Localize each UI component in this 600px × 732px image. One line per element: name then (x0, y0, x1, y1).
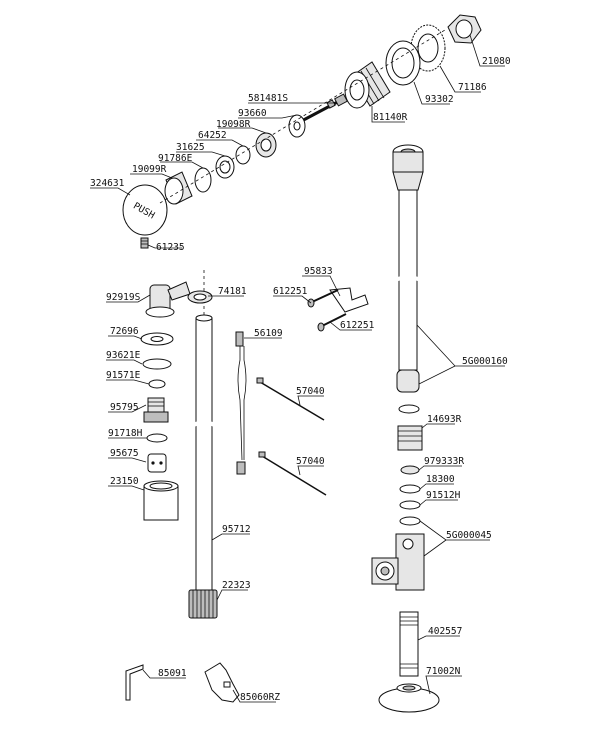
part-21080-nut (447, 14, 482, 44)
part-95795-fitting (143, 397, 169, 423)
label-95833: 95833 (304, 266, 333, 277)
label-95795: 95795 (110, 402, 139, 413)
label-56109: 56109 (254, 328, 283, 339)
part-612251-screw-b (317, 313, 347, 332)
label-91786E: 91786E (158, 153, 193, 164)
label-91718H: 91718H (108, 428, 143, 439)
part-61235-screw (140, 237, 149, 249)
part-91718H-oring (146, 433, 168, 443)
label-57040-b: 57040 (296, 456, 325, 467)
part-labels: 21080 71186 93302 81140R 581481S 93660 1… (90, 56, 511, 703)
part-92919S-elbow (145, 281, 191, 318)
label-72696: 72696 (110, 326, 139, 337)
label-19098R: 19098R (216, 119, 251, 130)
part-979333R (400, 465, 420, 475)
label-95712: 95712 (222, 524, 251, 535)
part-85091-hex-key (125, 664, 144, 701)
part-19099R (164, 171, 193, 205)
part-18300 (399, 484, 421, 494)
label-61235: 61235 (156, 242, 185, 253)
part-93621E-washer (142, 358, 172, 370)
label-74181: 74181 (218, 286, 247, 297)
part-22323-knob (188, 589, 218, 619)
label-612251-b: 612251 (340, 320, 375, 331)
label-402557: 402557 (428, 626, 462, 637)
left-valve-stack (140, 281, 191, 521)
part-31625 (215, 155, 235, 179)
part-93660 (288, 114, 306, 138)
label-21080: 21080 (482, 56, 511, 67)
part-23150-sleeve (143, 480, 179, 521)
part-81140R-body (344, 61, 391, 109)
label-95675: 95675 (110, 448, 139, 459)
part-91512H (399, 500, 421, 510)
part-85060RZ-wrench (204, 662, 240, 703)
part-washer-b (399, 516, 421, 526)
label-81140R: 81140R (373, 112, 408, 123)
part-581481S-rod (295, 93, 348, 126)
part-57040-cable-tie-b (258, 451, 327, 496)
label-5G000045: 5G000045 (446, 530, 492, 541)
part-402557-nipple (399, 611, 419, 677)
part-93302-washer (385, 40, 421, 86)
label-91512H: 91512H (426, 490, 461, 501)
push-button-assembly: PUSH (122, 14, 482, 249)
part-57040-cable-tie-a (256, 377, 325, 421)
part-74181-clip (187, 290, 213, 304)
label-31625: 31625 (176, 142, 205, 153)
label-92919S: 92919S (106, 292, 141, 303)
label-581481S: 581481S (248, 93, 288, 104)
label-23150: 23150 (110, 476, 139, 487)
label-71002N: 71002N (426, 666, 461, 677)
part-14693R-nut (397, 425, 423, 451)
label-71186: 71186 (458, 82, 487, 93)
label-979333R: 979333R (424, 456, 464, 467)
label-85060RZ: 85060RZ (240, 692, 280, 703)
label-85091: 85091 (158, 668, 187, 679)
label-93302: 93302 (425, 94, 454, 105)
label-93621E: 93621E (106, 350, 141, 361)
part-5G000045-valve (371, 533, 425, 591)
part-324631-push-cap: PUSH (122, 184, 168, 236)
label-91571E: 91571E (106, 370, 141, 381)
part-95675 (147, 453, 167, 473)
part-95712-tube (192, 270, 216, 591)
part-612251-screw-a (307, 289, 339, 308)
part-71002N-flange (378, 683, 440, 713)
right-valve-assembly (371, 144, 440, 713)
part-64252 (235, 145, 251, 165)
leader-lines (90, 34, 505, 703)
label-18300: 18300 (426, 474, 455, 485)
part-91571E-oring (148, 379, 166, 389)
part-19098R (255, 132, 277, 158)
label-612251-a: 612251 (273, 286, 308, 297)
label-19099R: 19099R (132, 164, 167, 175)
part-5G000160-hose (395, 189, 421, 393)
part-washer-a (398, 404, 420, 414)
label-22323: 22323 (222, 580, 251, 591)
label-324631: 324631 (90, 178, 125, 189)
label-93660: 93660 (238, 108, 267, 119)
part-72696-hole (150, 336, 164, 342)
label-64252: 64252 (198, 130, 227, 141)
label-5G000160: 5G000160 (462, 356, 508, 367)
label-57040-a: 57040 (296, 386, 325, 397)
part-95833-bracket (329, 287, 369, 313)
top-fitting (392, 144, 424, 191)
label-14693R: 14693R (427, 414, 462, 425)
part-56109-cable (235, 331, 247, 475)
